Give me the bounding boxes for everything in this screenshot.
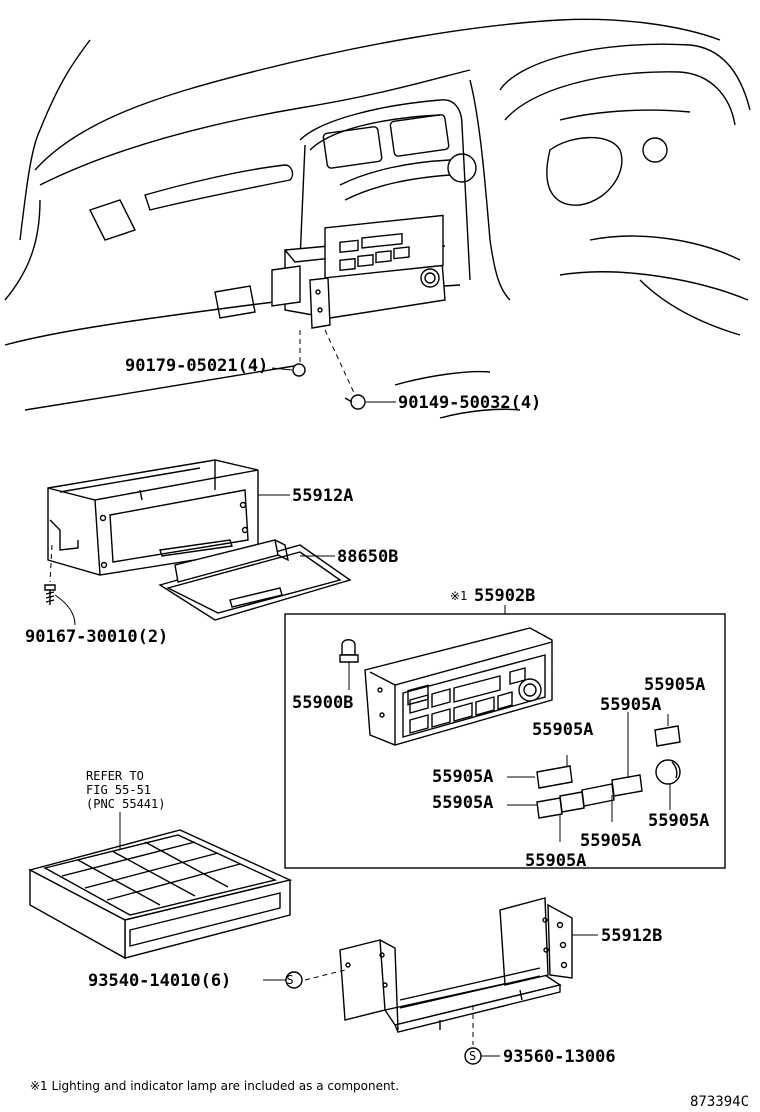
part-label-p8g: 55905A bbox=[580, 831, 641, 851]
part-label-p8f: 55905A bbox=[648, 811, 709, 831]
part-label-p9: 55912B bbox=[601, 926, 662, 946]
screw-s-label-1: S bbox=[286, 973, 293, 987]
part-label-p3: 55912A bbox=[292, 486, 353, 506]
part-label-p8c: 55905A bbox=[532, 720, 593, 740]
plate-88650b bbox=[158, 539, 352, 621]
part-label-p8b: 55905A bbox=[600, 695, 661, 715]
assembly-box-55902b bbox=[284, 605, 726, 869]
screw-s-label-2: S bbox=[469, 1049, 476, 1063]
bracket-55912b bbox=[339, 897, 573, 1033]
part-label-p2: 90149-50032(4) bbox=[398, 393, 541, 413]
footnote: ※1 Lighting and indicator lamp are inclu… bbox=[30, 1079, 399, 1093]
part-label-p8h: 55905A bbox=[525, 851, 586, 871]
part-label-p6: 55902B bbox=[474, 586, 535, 606]
part-label-p10: 93540-14010(6) bbox=[88, 971, 231, 991]
part-label-p1: 90179-05021(4) bbox=[125, 356, 268, 376]
diagram-code: 873394C bbox=[690, 1094, 749, 1110]
refer-line-3: (PNC 55441) bbox=[86, 797, 165, 811]
dashboard-illustration bbox=[4, 18, 751, 419]
part-label-p4: 88650B bbox=[337, 547, 398, 567]
refer-line-1: REFER TO bbox=[86, 769, 144, 783]
bracket-55912a bbox=[44, 459, 259, 605]
storage-tray bbox=[28, 812, 293, 960]
part-label-p8e: 55905A bbox=[432, 793, 493, 813]
part-label-p8d: 55905A bbox=[432, 767, 493, 787]
part-label-p5: 90167-30010(2) bbox=[25, 627, 168, 647]
part-label-p7: 55900B bbox=[292, 693, 353, 713]
part-label-p11: 93560-13006 bbox=[503, 1047, 616, 1067]
part-label-p6-mark: ※1 bbox=[450, 589, 467, 603]
part-label-p8a: 55905A bbox=[644, 675, 705, 695]
refer-line-2: FIG 55-51 bbox=[86, 783, 151, 797]
